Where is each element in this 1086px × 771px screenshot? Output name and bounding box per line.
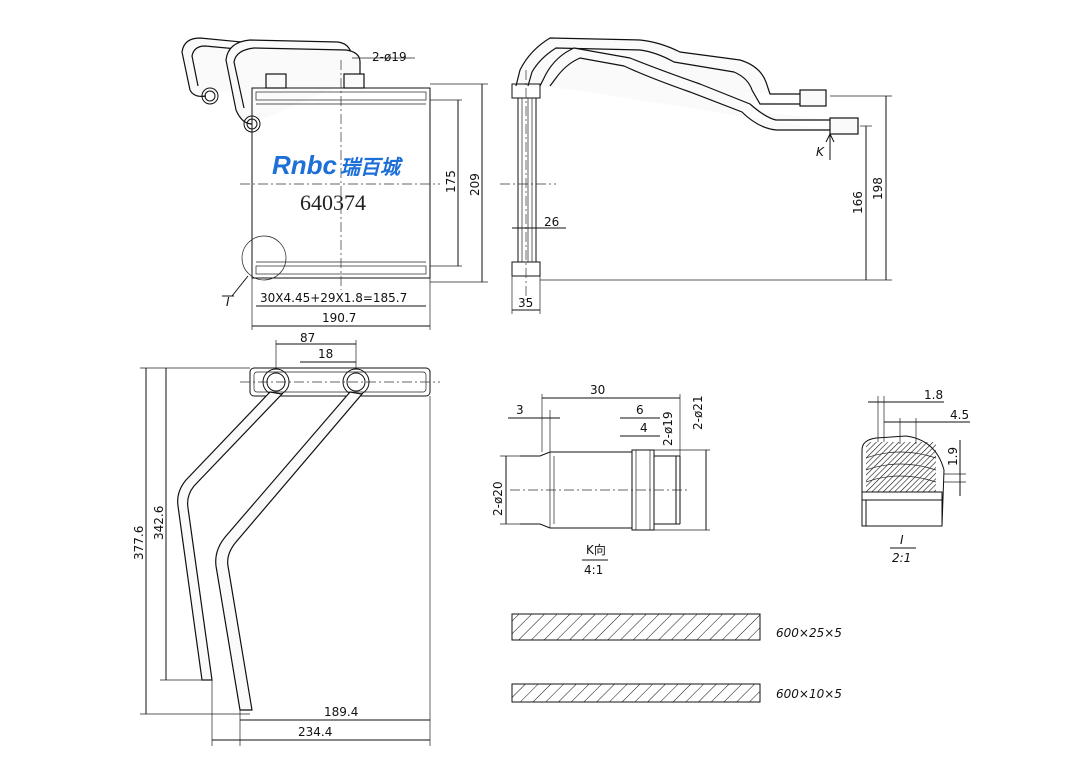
hatch-bar-2-label: 600×10×5: [776, 687, 842, 701]
hatch-bars: 600×25×5 600×10×5: [511, 613, 842, 703]
side-view: 26 35 166 198 K: [500, 37, 892, 314]
top-view: 87 18 377.6 342.6 189.4 234.4: [132, 331, 440, 746]
brand-logo-cn: 瑞百城: [340, 156, 403, 179]
detail-k-scale: 4:1: [584, 563, 603, 577]
dim-side-h2: 198: [871, 177, 885, 200]
detail-i: 1.8 4.5 1.9 I 2:1: [861, 388, 970, 565]
hatch-bar-1-label: 600×25×5: [776, 626, 842, 640]
dim-k-bead: 6: [636, 403, 644, 417]
dim-front-width: 190.7: [322, 311, 356, 325]
dim-fin-formula: 30X4.45+29X1.8=185.7: [260, 291, 407, 305]
dim-pipe-pitch: 87: [300, 331, 315, 345]
dim-k-length: 30: [590, 383, 605, 397]
detail-i-circle: [241, 235, 287, 281]
dim-pipe-dia: 2-ø19: [372, 50, 407, 64]
detail-i-scale: 2:1: [892, 551, 911, 565]
dim-k-bead-width: 4: [640, 421, 648, 435]
dim-pipe-gap: 18: [318, 347, 333, 361]
hatch-bar-2: [511, 683, 761, 703]
detail-i-marker: I: [226, 295, 230, 309]
dim-k-d21: 2-ø21: [691, 395, 705, 430]
front-view: I Rnbc 瑞百城 640374 2-ø19 175 209 30X4.45+…: [181, 37, 488, 330]
dim-k-d19: 2-ø19: [661, 411, 675, 446]
dim-i-b: 4.5: [950, 408, 969, 422]
front-pipes: [181, 37, 365, 133]
detail-i-caption: I: [900, 533, 904, 547]
dim-top-h-inner: 342.6: [152, 506, 166, 540]
dim-i-a: 1.8: [924, 388, 943, 402]
hatch-bar-1: [511, 613, 761, 641]
brand-logo: Rnbc: [272, 150, 338, 180]
dim-tube-width: 26: [544, 215, 559, 229]
dim-core-height: 175: [444, 170, 458, 193]
detail-k-marker: K: [816, 145, 825, 159]
detail-k: 30 3 6 4 2-ø21 2-ø19 2-ø20 K向 4:1: [491, 383, 710, 577]
dim-side-h1: 166: [851, 191, 865, 214]
part-number: 640374: [300, 190, 366, 215]
dim-top-w-outer: 234.4: [298, 725, 332, 739]
dim-side-depth: 35: [518, 296, 533, 310]
dim-k-lip: 3: [516, 403, 524, 417]
dim-total-height: 209: [468, 173, 482, 196]
dim-k-d20: 2-ø20: [491, 481, 505, 516]
dim-top-w-inner: 189.4: [324, 705, 358, 719]
detail-k-caption: K向: [586, 542, 606, 557]
dim-top-h-outer: 377.6: [132, 526, 146, 560]
dim-i-c: 1.9: [946, 447, 960, 466]
